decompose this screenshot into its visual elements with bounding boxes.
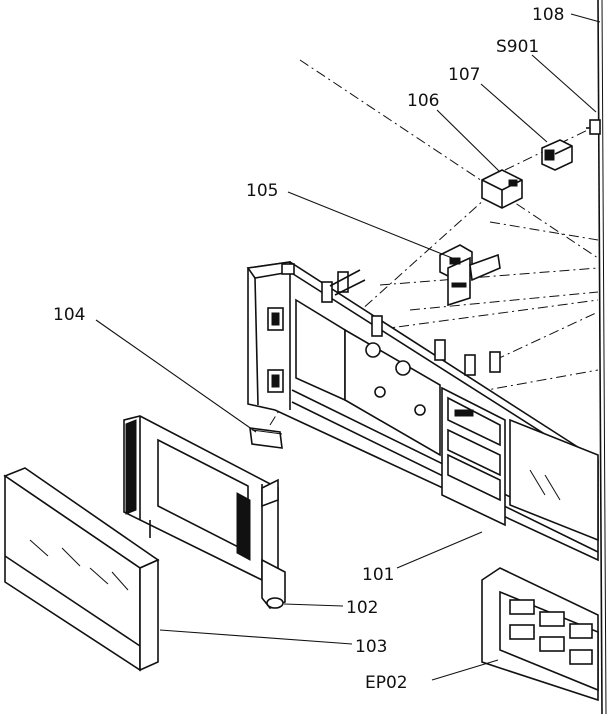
label-ep02: EP02: [365, 673, 408, 693]
block-106: [481, 169, 523, 209]
label-104: 104: [53, 305, 85, 325]
label-102: 102: [346, 598, 378, 618]
switch-107: [541, 139, 573, 171]
display-ep02: [481, 567, 599, 702]
label-105: 105: [246, 181, 278, 201]
leader-lines: [95, 13, 601, 681]
label-103: 103: [355, 637, 387, 657]
chassis-edge: [597, 0, 607, 715]
window-103: [3, 467, 160, 672]
label-s901: S901: [496, 37, 539, 57]
label-101: 101: [362, 565, 394, 585]
front-panel-101: [246, 261, 599, 562]
label-106: 106: [407, 91, 439, 111]
tab-104: [249, 427, 283, 449]
connector-s901: [586, 119, 601, 135]
label-107: 107: [448, 65, 480, 85]
lever-105: [439, 244, 501, 307]
label-108: 108: [532, 5, 564, 25]
bezel-102: [123, 415, 286, 609]
part-labels: 108 S901 107 106 105 104 101 102 103 EP0…: [53, 5, 564, 693]
